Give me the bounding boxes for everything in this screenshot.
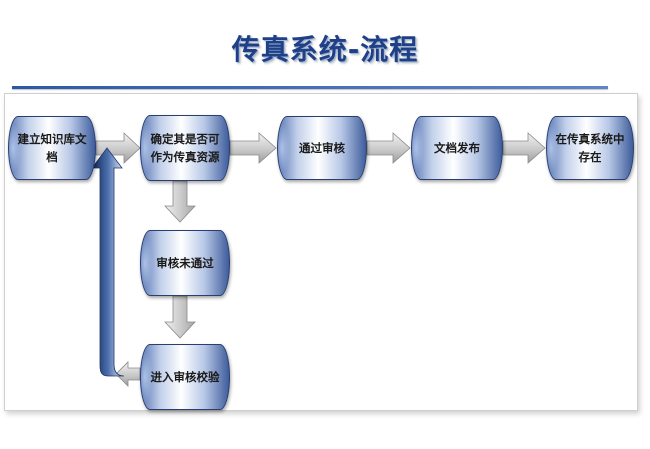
node-enter-review-check: 进入审核校验 [140, 344, 230, 410]
page-title: 传真系统-流程 [231, 33, 419, 66]
node-label: 建立知识库文档 [17, 132, 87, 164]
node-label: 审核未通过 [156, 256, 214, 270]
arrow-notpass-to-recheck [164, 295, 196, 339]
node-label: 进入审核校验 [150, 370, 220, 384]
arrow-publish-to-store [502, 132, 546, 164]
loop-arrow-up [91, 147, 125, 377]
title-underline [12, 86, 608, 89]
arrow-pass-to-publish [366, 132, 411, 164]
arrow-decide-to-notpass [164, 180, 196, 223]
node-label: 文档发布 [434, 141, 480, 155]
node-review-not-passed: 审核未通过 [140, 230, 230, 296]
node-doc-publish: 文档发布 [411, 116, 503, 180]
node-label: 通过审核 [299, 141, 345, 155]
node-exists-in-fax-system: 在传真系统中存在 [546, 116, 634, 180]
arrow-build-to-decide [95, 132, 141, 164]
node-label: 在传真系统中存在 [555, 132, 625, 164]
node-pass-review: 通过审核 [277, 116, 367, 180]
node-decide-fax-resource: 确定其是否可作为传真资源 [140, 115, 230, 181]
arrow-recheck-back [115, 361, 141, 387]
node-build-knowledge-doc: 建立知识库文档 [8, 116, 96, 180]
arrow-decide-to-pass [229, 132, 277, 164]
node-label: 确定其是否可作为传真资源 [150, 132, 220, 164]
